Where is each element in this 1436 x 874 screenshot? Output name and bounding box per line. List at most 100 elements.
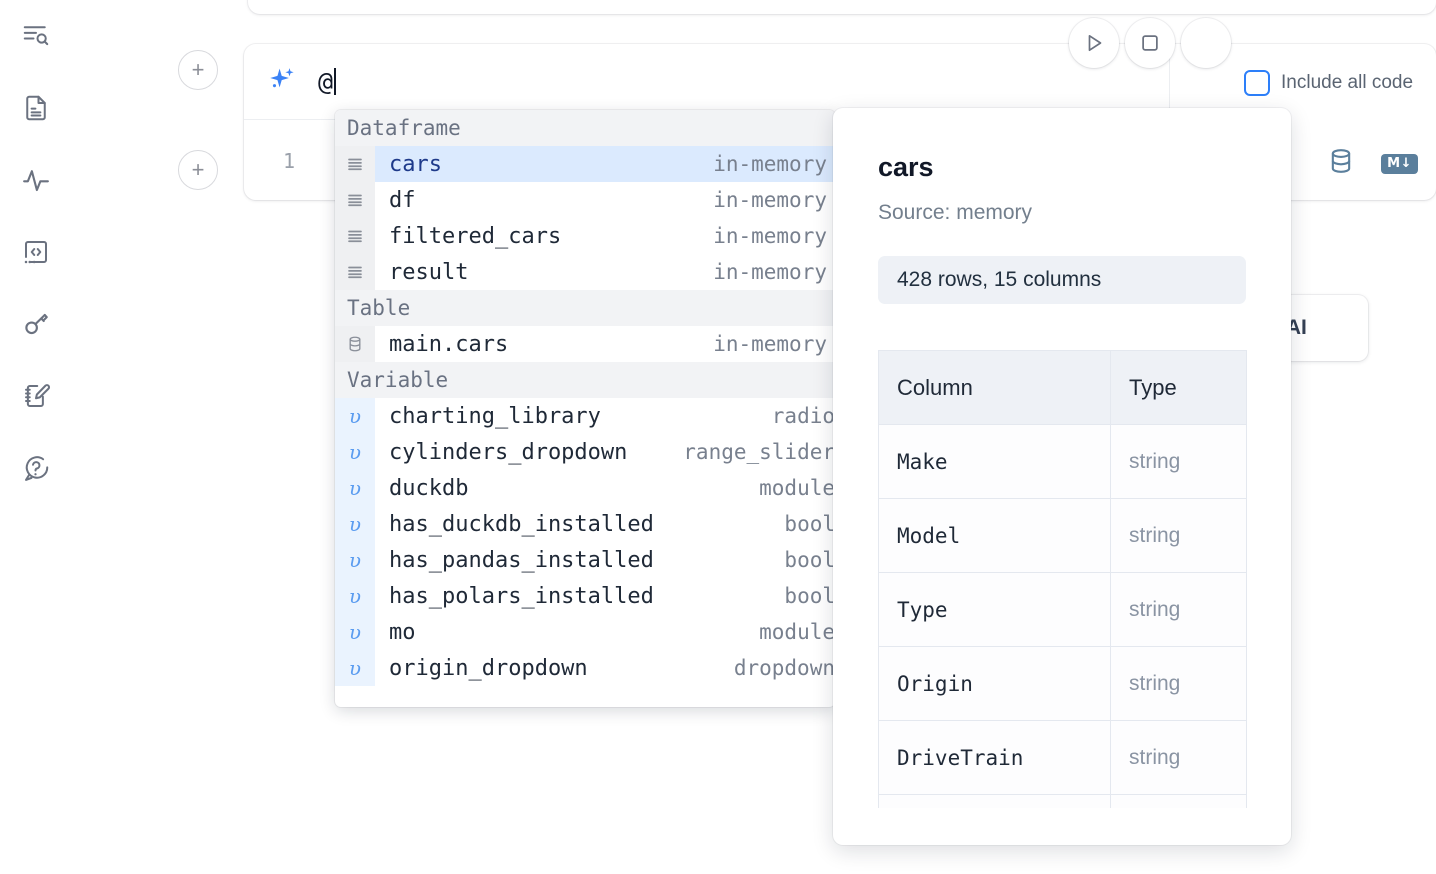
autocomplete-item-kind: range_slider xyxy=(683,440,835,464)
run-cell-button[interactable] xyxy=(1069,18,1119,68)
schema-column-type: string xyxy=(1110,720,1247,795)
more-actions-button[interactable] xyxy=(1181,18,1231,68)
autocomplete-item-kind: bool xyxy=(784,584,835,608)
autocomplete-item[interactable]: υ origin_dropdown dropdown xyxy=(335,650,835,686)
activity-pulse-icon[interactable] xyxy=(14,158,58,202)
text-caret xyxy=(333,68,336,95)
autocomplete-item-kind: radio xyxy=(771,404,835,428)
schema-column-type: string xyxy=(1110,646,1247,721)
autocomplete-item-name: has_polars_installed xyxy=(389,583,654,609)
code-snippets-icon[interactable] xyxy=(14,230,58,274)
table-database-icon xyxy=(335,326,375,362)
schema-table-row xyxy=(878,794,1247,808)
autocomplete-item-kind: dropdown xyxy=(733,656,835,680)
file-document-icon[interactable] xyxy=(14,86,58,130)
autocomplete-item-kind: bool xyxy=(784,548,835,572)
schema-type-header: Type xyxy=(1110,350,1247,425)
include-all-code-toggle[interactable]: Include all code xyxy=(1244,70,1413,96)
key-secrets-icon[interactable] xyxy=(14,302,58,346)
autocomplete-item-kind: in-memory xyxy=(713,332,827,356)
autocomplete-item[interactable]: main.cars in-memory xyxy=(335,326,835,362)
ai-cell-actions: Include all code xyxy=(1174,44,1436,120)
autocomplete-item-kind: module xyxy=(759,620,835,644)
autocomplete-item[interactable]: υ has_duckdb_installed bool xyxy=(335,506,835,542)
schema-column-name xyxy=(878,794,1111,808)
detail-source: Source: memory xyxy=(878,201,1033,224)
autocomplete-item-kind: in-memory xyxy=(713,260,827,284)
autocomplete-item-name: result xyxy=(389,259,469,285)
autocomplete-item-name: df xyxy=(389,187,416,213)
autocomplete-item-name: main.cars xyxy=(389,331,509,357)
ai-prompt-value: @ xyxy=(318,67,333,96)
dataframe-icon xyxy=(335,218,375,254)
notebook-cell-above[interactable] xyxy=(248,0,1436,14)
cell-icon-group: M↓ xyxy=(1327,147,1418,180)
autocomplete-item-name: cylinders_dropdown xyxy=(389,439,628,465)
schema-column-name: Model xyxy=(878,498,1111,573)
variable-icon: υ xyxy=(335,650,375,686)
help-chat-icon[interactable] xyxy=(14,446,58,490)
explore-outline-icon[interactable] xyxy=(14,14,58,58)
schema-column-name: Make xyxy=(878,424,1111,499)
left-icon-rail xyxy=(0,0,72,874)
autocomplete-item[interactable]: result in-memory xyxy=(335,254,835,290)
ai-suggestion-chip[interactable]: h AI xyxy=(1282,295,1368,361)
detail-shape-badge: 428 rows, 15 columns xyxy=(878,256,1246,304)
autocomplete-item-kind: in-memory xyxy=(713,224,827,248)
line-number: 1 xyxy=(282,148,296,173)
autocomplete-item-name: mo xyxy=(389,619,416,645)
include-all-code-checkbox[interactable] xyxy=(1244,70,1270,96)
variable-icon: υ xyxy=(335,542,375,578)
include-all-code-label: Include all code xyxy=(1281,72,1414,93)
autocomplete-item-name: has_duckdb_installed xyxy=(389,511,654,537)
markdown-badge[interactable]: M↓ xyxy=(1381,153,1418,174)
dataframe-icon xyxy=(335,182,375,218)
scratchpad-edit-icon[interactable] xyxy=(14,374,58,418)
autocomplete-item-name: origin_dropdown xyxy=(389,655,588,681)
variable-icon: υ xyxy=(335,578,375,614)
variable-icon: υ xyxy=(335,506,375,542)
autocomplete-item-kind: bool xyxy=(784,512,835,536)
autocomplete-item-kind: in-memory xyxy=(713,152,827,176)
add-cell-button-bottom[interactable]: + xyxy=(178,150,218,190)
autocomplete-item[interactable]: df in-memory xyxy=(335,182,835,218)
autocomplete-section-header: Dataframe xyxy=(335,110,835,146)
schema-column-name: Type xyxy=(878,572,1111,647)
variable-icon: υ xyxy=(335,614,375,650)
add-cell-button-top[interactable]: + xyxy=(178,50,218,90)
ai-prompt-input[interactable]: @ xyxy=(318,67,1169,96)
autocomplete-item[interactable]: υ has_polars_installed bool xyxy=(335,578,835,614)
autocomplete-item-name: duckdb xyxy=(389,475,469,501)
variable-icon: υ xyxy=(335,398,375,434)
code-editor-row[interactable]: 1 M↓ xyxy=(244,121,1436,200)
database-icon[interactable] xyxy=(1327,147,1355,180)
ai-sparkle-icon xyxy=(264,65,298,99)
autocomplete-item-kind: module xyxy=(759,476,835,500)
autocomplete-section-header: Table xyxy=(335,290,835,326)
schema-column-name: Origin xyxy=(878,646,1111,721)
autocomplete-item[interactable]: filtered_cars in-memory xyxy=(335,218,835,254)
schema-column-name: DriveTrain xyxy=(878,720,1111,795)
schema-column-type: string xyxy=(1110,498,1247,573)
autocomplete-item-name: filtered_cars xyxy=(389,223,562,249)
schema-column-header: Column xyxy=(878,350,1111,425)
dataframe-icon xyxy=(335,254,375,290)
autocomplete-section-header: Variable xyxy=(335,362,835,398)
schema-column-type xyxy=(1110,794,1247,808)
dataframe-detail-panel: cars Source: memory 428 rows, 15 columns… xyxy=(833,108,1291,845)
dataframe-icon xyxy=(335,146,375,182)
autocomplete-item-kind: in-memory xyxy=(713,188,827,212)
stop-cell-button[interactable] xyxy=(1125,18,1175,68)
